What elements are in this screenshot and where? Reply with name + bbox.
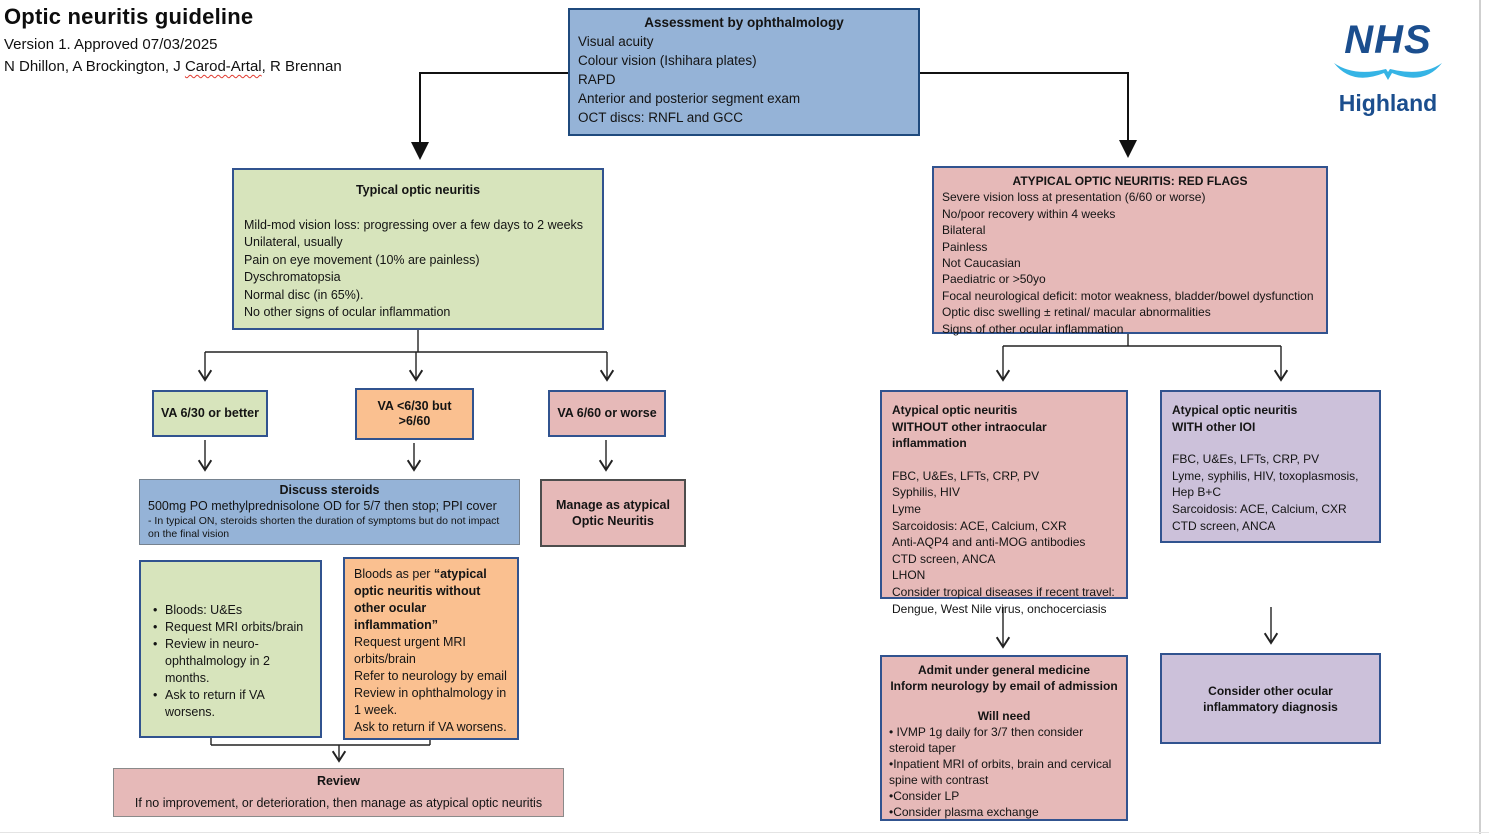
typical-plan-box: Bloods: U&EsRequest MRI orbits/brainRevi… bbox=[139, 560, 322, 738]
admit-lines: • IVMP 1g daily for 3/7 then consider st… bbox=[889, 725, 1112, 819]
orange-plan-quote: “atypical optic neuritis without other o… bbox=[354, 567, 487, 632]
authors-pre: N Dhillon, A Brockington, J bbox=[4, 58, 185, 75]
steroids-title: Discuss steroids bbox=[279, 483, 380, 497]
admit-title2: Inform neurology by email of admission bbox=[890, 679, 1118, 693]
manage-atypical-line2: Optic Neuritis bbox=[572, 514, 654, 528]
consider-other-diagnosis-box: Consider other ocular inflammatory diagn… bbox=[1160, 653, 1381, 744]
authors-post: , R Brennan bbox=[261, 58, 342, 75]
va-630-or-better-box: VA 6/30 or better bbox=[152, 390, 268, 437]
with-ioi-title1: Atypical optic neuritis bbox=[1172, 403, 1298, 417]
atypical-with-ioi-box: Atypical optic neuritis WITH other IOI F… bbox=[1160, 390, 1381, 543]
typical-plan-bullets: Bloods: U&EsRequest MRI orbits/brainRevi… bbox=[151, 602, 314, 721]
nhs-highland-logo: NHS Highland bbox=[1330, 20, 1446, 117]
assessment-title: Assessment by ophthalmology bbox=[644, 15, 844, 30]
nhs-swoosh-icon bbox=[1334, 63, 1442, 80]
consider-other-label: Consider other ocular inflammatory diagn… bbox=[1203, 683, 1338, 714]
atypical-red-flags-box: ATYPICAL OPTIC NEURITIS: RED FLAGS Sever… bbox=[932, 166, 1328, 336]
typical-optic-neuritis-box: Typical optic neuritis Mild-mod vision l… bbox=[232, 168, 604, 330]
review-box: Review If no improvement, or deteriorati… bbox=[113, 768, 564, 817]
discuss-steroids-box: Discuss steroids 500mg PO methylpredniso… bbox=[139, 479, 520, 545]
red-flags-lines: Severe vision loss at presentation (6/60… bbox=[942, 190, 1314, 336]
va-660-or-worse-box: VA 6/60 or worse bbox=[548, 390, 666, 437]
red-flags-title: ATYPICAL OPTIC NEURITIS: RED FLAGS bbox=[1012, 174, 1248, 188]
window-bottom-edge bbox=[0, 832, 1489, 833]
va-mid-label: VA <6/30 but>6/60 bbox=[377, 399, 452, 428]
review-title: Review bbox=[316, 774, 361, 788]
admit-general-medicine-box: Admit under general medicine Inform neur… bbox=[880, 655, 1128, 821]
steroids-note: - In typical ON, steroids shorten the du… bbox=[148, 515, 500, 540]
steroids-dose: 500mg PO methylprednisolone OD for 5/7 t… bbox=[148, 499, 497, 513]
manage-as-atypical-box: Manage as atypical Optic Neuritis bbox=[540, 479, 686, 547]
version-line: Version 1. Approved 07/03/2025 bbox=[4, 36, 218, 53]
va-worse-label: VA 6/60 or worse bbox=[557, 406, 657, 420]
va-between-box: VA <6/30 but>6/60 bbox=[355, 388, 474, 440]
with-ioi-title2: WITH other IOI bbox=[1172, 419, 1256, 434]
typical-lines: Mild-mod vision loss: progressing over a… bbox=[244, 217, 584, 320]
window-right-edge bbox=[1479, 0, 1481, 834]
without-ioi-title1: Atypical optic neuritis bbox=[892, 403, 1018, 417]
authors-line: N Dhillon, A Brockington, J Carod-Artal,… bbox=[4, 58, 342, 75]
authors-spellcheck-word: Carod-Artal bbox=[184, 58, 262, 75]
review-body: If no improvement, or deterioration, the… bbox=[134, 796, 543, 810]
admit-title1: Admit under general medicine bbox=[917, 663, 1091, 677]
atypical-workup-plan-box: Bloods as per “atypical optic neuritis w… bbox=[343, 557, 519, 740]
va-better-label: VA 6/30 or better bbox=[161, 406, 259, 420]
nhs-logo-text: NHS bbox=[1344, 18, 1432, 62]
page-title: Optic neuritis guideline bbox=[4, 4, 254, 29]
admit-subtitle: Will need bbox=[977, 709, 1031, 723]
typical-title: Typical optic neuritis bbox=[355, 183, 481, 197]
nhs-region-text: Highland bbox=[1338, 90, 1438, 116]
without-ioi-title2: WITHOUT other intraocular inflammation bbox=[892, 419, 1047, 451]
manage-atypical-line1: Manage as atypical bbox=[556, 498, 670, 512]
orange-plan-lead-line: Bloods as per “atypical optic neuritis w… bbox=[354, 567, 487, 632]
assessment-box: Assessment by ophthalmology Visual acuit… bbox=[568, 8, 920, 136]
atypical-without-ioi-box: Atypical optic neuritis WITHOUT other in… bbox=[880, 390, 1128, 616]
